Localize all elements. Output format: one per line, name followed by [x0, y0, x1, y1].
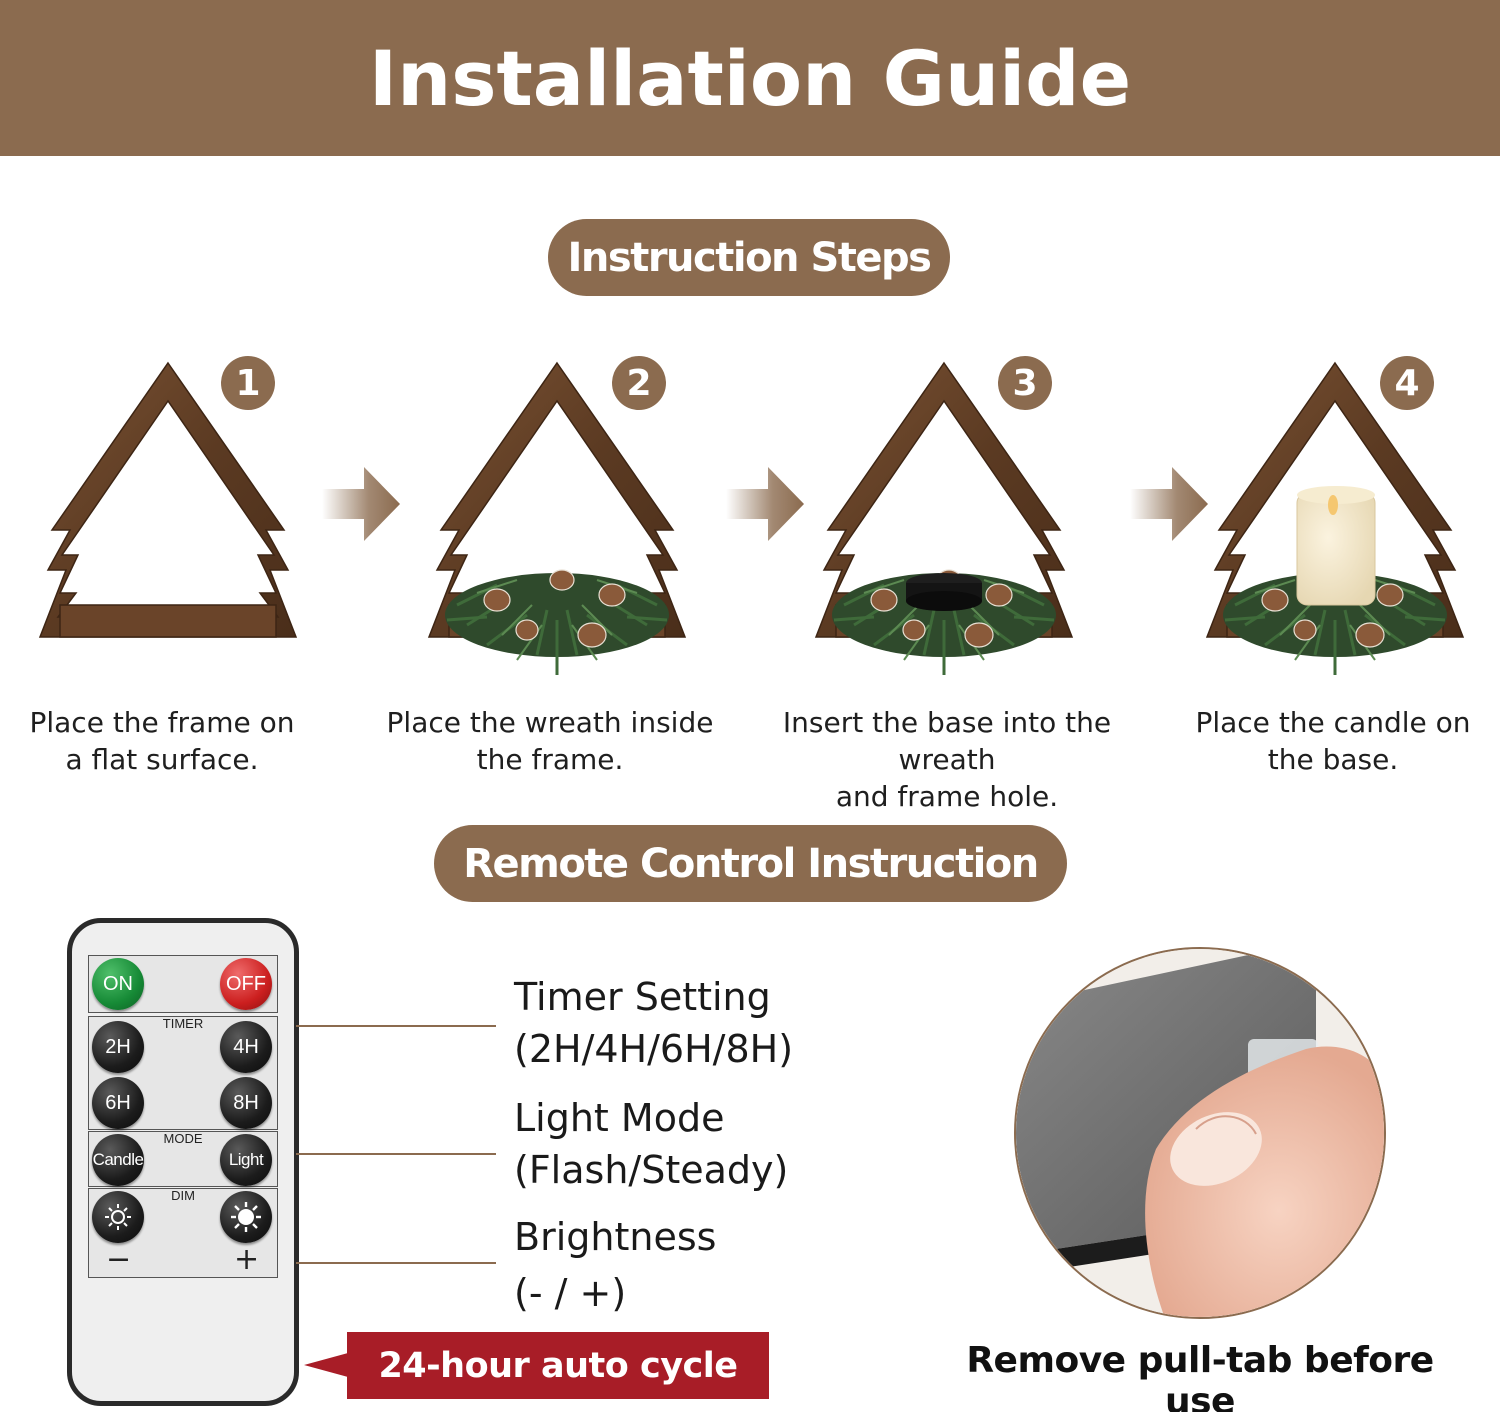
remote-8h-button: 8H	[220, 1077, 272, 1129]
brightness-callout: Brightness (- / +)	[514, 1211, 716, 1319]
mode-callout-options: (Flash/Steady)	[514, 1148, 789, 1192]
auto-cycle-banner: 24-hour auto cycle	[347, 1332, 769, 1399]
step-3-caption-line1: Insert the base into the wreath	[782, 706, 1112, 776]
step-4-caption-line2: the base.	[1267, 743, 1399, 776]
cycle-banner-pointer	[304, 1353, 348, 1377]
remote-dim-label: DIM	[171, 1188, 195, 1203]
step-arrow-icon	[1130, 467, 1208, 541]
remote-timer-panel: TIMER 2H 4H 6H 8H	[88, 1016, 278, 1130]
brightness-minus-sign: −	[106, 1242, 132, 1277]
step-1-caption-line1: Place the frame on	[29, 706, 295, 739]
instruction-steps-heading: Instruction Steps	[548, 219, 950, 296]
step-3-caption: Insert the base into the wreath and fram…	[737, 704, 1157, 815]
pull-tab-photo	[1014, 947, 1386, 1319]
step-3-base-image	[815, 362, 1073, 677]
brightness-callout-title: Brightness	[514, 1215, 717, 1259]
remote-power-panel: ON OFF	[88, 955, 278, 1013]
brightness-down-icon	[92, 1191, 144, 1243]
remote-instruction-heading: Remote Control Instruction	[434, 825, 1067, 902]
step-arrow-icon	[726, 467, 804, 541]
timer-callout: Timer Setting (2H/4H/6H/8H)	[514, 971, 793, 1075]
brightness-up-icon	[220, 1191, 272, 1243]
remote-candle-button: Candle	[92, 1134, 144, 1186]
mode-callout: Light Mode (Flash/Steady)	[514, 1092, 788, 1196]
page-title: Installation Guide	[368, 33, 1132, 123]
remote-mode-label: MODE	[163, 1131, 203, 1146]
remote-dim-panel: DIM −	[88, 1188, 278, 1278]
timer-callout-title: Timer Setting	[514, 975, 771, 1019]
brightness-callout-options: (- / +)	[514, 1271, 627, 1315]
remote-light-button: Light	[220, 1134, 272, 1186]
step-3-badge: 3	[998, 356, 1052, 410]
step-3-caption-line2: and frame hole.	[835, 780, 1059, 813]
mode-callout-line	[296, 1153, 496, 1155]
timer-callout-options: (2H/4H/6H/8H)	[514, 1027, 794, 1071]
remote-4h-button: 4H	[220, 1021, 272, 1073]
timer-callout-line	[296, 1025, 496, 1027]
step-1-caption: Place the frame on a flat surface.	[0, 704, 372, 778]
mode-callout-title: Light Mode	[514, 1096, 725, 1140]
step-2-badge: 2	[612, 356, 666, 410]
step-2-caption: Place the wreath inside the frame.	[340, 704, 760, 778]
page-header: Installation Guide	[0, 0, 1500, 156]
step-4-caption: Place the candle on the base.	[1123, 704, 1500, 778]
step-4-badge: 4	[1380, 356, 1434, 410]
remote-2h-button: 2H	[92, 1021, 144, 1073]
step-1-badge: 1	[221, 356, 275, 410]
pull-tab-caption: Remove pull-tab before use	[966, 1340, 1434, 1412]
step-2-caption-line2: the frame.	[476, 743, 624, 776]
remote-mode-panel: MODE Candle Light	[88, 1131, 278, 1187]
brightness-callout-line	[296, 1262, 496, 1264]
step-4-candle-image	[1206, 362, 1464, 677]
brightness-plus-sign: +	[234, 1242, 260, 1277]
step-1-caption-line2: a flat surface.	[65, 743, 259, 776]
remote-control-image: ON OFF TIMER 2H 4H 6H 8H MODE Candle Lig…	[67, 918, 299, 1406]
step-arrow-icon	[322, 467, 400, 541]
remote-6h-button: 6H	[92, 1077, 144, 1129]
remote-timer-label: TIMER	[162, 1016, 204, 1031]
step-4-caption-line1: Place the candle on	[1195, 706, 1471, 739]
remote-off-button: OFF	[220, 958, 272, 1010]
remote-on-button: ON	[92, 958, 144, 1010]
step-2-caption-line1: Place the wreath inside	[386, 706, 714, 739]
